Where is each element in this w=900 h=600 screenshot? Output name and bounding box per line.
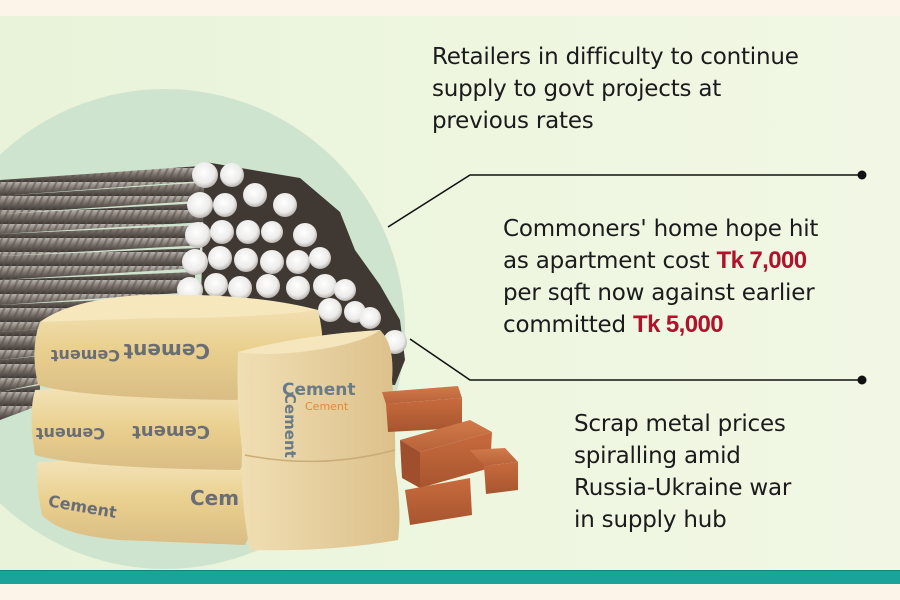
note-line: committed Tk 5,000 [503,309,873,341]
bottom-cream-band [0,584,900,600]
note-line: spiralling amid [574,443,741,469]
note-line: previous rates [432,108,594,134]
note-scrap-metal-prices: Scrap metal prices spiralling amid Russi… [574,408,874,536]
note-line: in supply hub [574,507,727,533]
note-line: supply to govt projects at [432,76,722,102]
bottom-teal-band [0,570,900,584]
note-line: Scrap metal prices [574,411,786,437]
price-highlight-earlier: Tk 5,000 [633,311,724,338]
price-highlight-current: Tk 7,000 [716,247,808,274]
top-cream-band [0,0,900,16]
note-line: Retailers in difficulty to continue [432,44,799,70]
note-text: committed [503,312,634,338]
note-text: as apartment cost [503,248,717,274]
note-apartment-cost: Commoners' home hope hit as apartment co… [503,213,873,341]
note-line: Russia-Ukraine war [574,475,792,501]
note-retailers-difficulty: Retailers in difficulty to continue supp… [432,41,872,137]
backdrop-circle [0,89,405,569]
note-line: as apartment cost Tk 7,000 [503,245,873,277]
note-line: per sqft now against earlier [503,280,815,306]
note-line: Commoners' home hope hit [503,216,819,242]
